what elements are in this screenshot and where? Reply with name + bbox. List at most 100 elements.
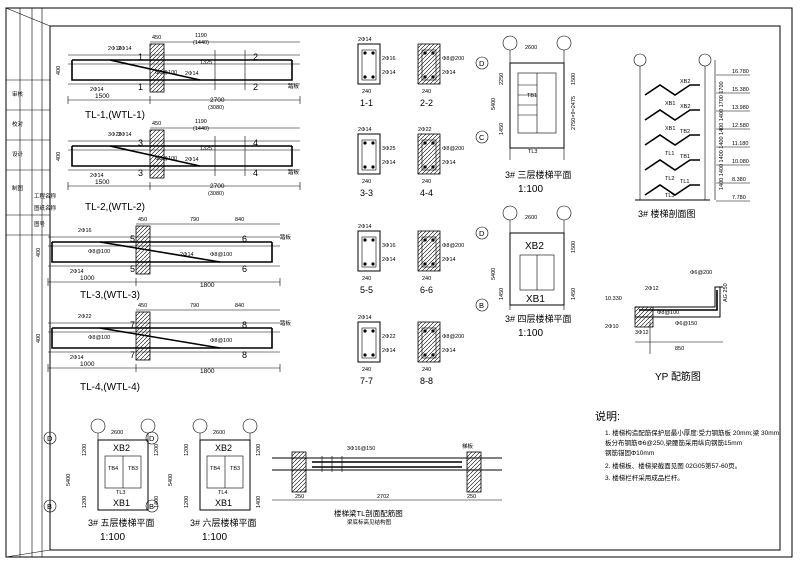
- titleblock-vertical: 工程名称: [34, 192, 57, 200]
- section-title: 3-3: [360, 188, 373, 198]
- cross-sections: 2Φ142Φ162Φ142401-1Φ8@2002Φ142402-22Φ143Φ…: [357, 37, 464, 386]
- level-stack: 1400 1400 1400 1400 1400 1400 1700 1700: [719, 81, 725, 190]
- bar-label: 2Φ10: [605, 324, 619, 330]
- landing-label: 踏板: [280, 233, 292, 241]
- bent-bar: [109, 59, 201, 81]
- beam-title: TL-4,(WTL-4): [80, 382, 140, 393]
- beam-elevation-tl2: 3Φ25 2Φ14 Φ8@100 2Φ14 2Φ14 1325 450 1190…: [56, 119, 301, 213]
- note-line: 1. 楼梯构造配筋保护层最小厚度:受力钢筋板 20mm;梁 30mm: [605, 428, 779, 437]
- bar-label: Φ6@150: [675, 321, 697, 327]
- section-title: 7-7: [360, 376, 373, 386]
- rebar-dot: [371, 51, 375, 55]
- stirrup: [361, 327, 377, 359]
- titleblock-cell: 审核: [12, 90, 24, 98]
- titleblock-cell: 校对: [12, 120, 24, 128]
- dim-label: 1450: [499, 288, 505, 300]
- rebar-dot: [371, 141, 375, 145]
- bar-label: 2Φ14: [382, 348, 396, 354]
- landing-label: 踏板: [288, 82, 300, 90]
- bar-label: 3Φ16@150: [347, 446, 375, 452]
- beam-title: TL-3,(WTL-3): [80, 290, 140, 301]
- dim-label: 1190: [195, 119, 207, 125]
- dim-label: 2700: [210, 97, 225, 104]
- section-mark: 1: [138, 82, 143, 92]
- label: 梯板: [462, 442, 474, 450]
- bar-label: 2Φ22: [78, 314, 92, 320]
- bar-label: 3Φ12: [635, 330, 649, 336]
- dim-label: 240: [362, 367, 371, 373]
- section-title: 3# 楼梯剖面图: [638, 208, 696, 219]
- member-tag: TL1: [665, 151, 674, 157]
- titleblock-cell: 设计: [12, 150, 24, 158]
- sheet-border: [5, 7, 793, 558]
- yp-detail: 10.330 2Φ12 Φ6@200 Φ8@100 Φ6@150 2Φ10 3Φ…: [605, 270, 729, 383]
- dim-label: 450: [138, 217, 147, 223]
- dim-label: 2700: [210, 183, 225, 190]
- note-line: 2. 楼梯板、楼梯梁截面见图 02G05第57-60页。: [605, 461, 741, 470]
- bent-bar: [99, 241, 221, 263]
- bar-label: 2Φ14: [118, 46, 132, 52]
- dim-label: 240: [362, 89, 371, 95]
- stirrup: [421, 49, 437, 81]
- section-mark: 2: [253, 82, 258, 92]
- dim-label: (3080): [208, 105, 224, 111]
- landing-label: 踏板: [288, 168, 300, 176]
- dim-label: 240: [422, 179, 431, 185]
- dim-label: 1200: [184, 496, 190, 508]
- plan-scale: 1:100: [518, 184, 543, 195]
- rebar-dot: [371, 165, 375, 169]
- dim-label: 1500: [571, 241, 577, 253]
- section-mark: 7: [130, 350, 135, 360]
- detail-subtitle: 梁底标高见结构图: [347, 518, 392, 526]
- plan-title: 3# 五层楼梯平面: [88, 517, 155, 528]
- dim-label: AG 250: [723, 283, 729, 302]
- dim-label: (1440): [193, 126, 209, 132]
- depth-label: 400: [36, 334, 42, 343]
- level-label: 10.080: [732, 159, 749, 165]
- dim-label: 5400: [491, 98, 497, 110]
- bottom-bar: [51, 328, 273, 349]
- dim-label: 5400: [168, 474, 174, 486]
- bar-label: Φ8@200: [442, 243, 464, 249]
- bar-label: 2Φ14: [358, 315, 372, 321]
- title-block: 审核 校对 设计 制图 工程名称 图纸名称 图号: [6, 79, 57, 236]
- rebar-dot: [431, 141, 435, 145]
- member-tag: TL4: [218, 490, 227, 496]
- member-tag: XB2: [680, 104, 690, 110]
- section-mark: 3: [138, 138, 143, 148]
- section-mark: 4: [253, 138, 258, 148]
- bar-label: 2Φ14: [90, 87, 104, 93]
- stirrup: [361, 236, 377, 268]
- stirrup-label: Φ8@100: [88, 249, 110, 255]
- section-title: 1-1: [360, 98, 373, 108]
- section-title: 6-6: [420, 285, 433, 295]
- rebar-dot: [431, 262, 435, 266]
- bar-label: 2Φ14: [90, 173, 104, 179]
- level-label: 12.580: [732, 123, 749, 129]
- bar-label: 2Φ14: [70, 355, 84, 361]
- dim-label: 850: [675, 346, 684, 352]
- rebar-dot: [431, 51, 435, 55]
- titleblock-vertical: 图纸名称: [34, 204, 57, 212]
- stirrup: [361, 139, 377, 171]
- section-title: 5-5: [360, 285, 373, 295]
- bar-label: Φ6@200: [690, 270, 712, 276]
- stair-plan-3f: D C 2600 5400 2250 1450 1500 2750×9=2475…: [475, 35, 577, 195]
- section-title: 4-4: [420, 188, 433, 198]
- section-outline: [357, 230, 381, 272]
- stirrup-label: Φ8@100: [88, 335, 110, 341]
- bar-label: 2Φ14: [382, 160, 396, 166]
- flight: [644, 184, 700, 196]
- beam-title: TL-2,(WTL-2): [85, 202, 145, 213]
- dim-label: 1325: [200, 146, 212, 152]
- dim-label: 1450: [571, 288, 577, 300]
- axis-label: D: [479, 229, 485, 238]
- dim-label: 1200: [82, 496, 88, 508]
- rebar-dot: [363, 75, 367, 79]
- stair-plan-6f: D B 2600 5400 1200 1200 1200 1400 XB2 TB…: [145, 418, 262, 543]
- section-outline: [357, 321, 381, 363]
- rebar-dot: [363, 329, 367, 333]
- member-tag: XB1: [665, 126, 675, 132]
- titleblock-cell: 制图: [12, 184, 24, 192]
- rebar-dot: [423, 262, 427, 266]
